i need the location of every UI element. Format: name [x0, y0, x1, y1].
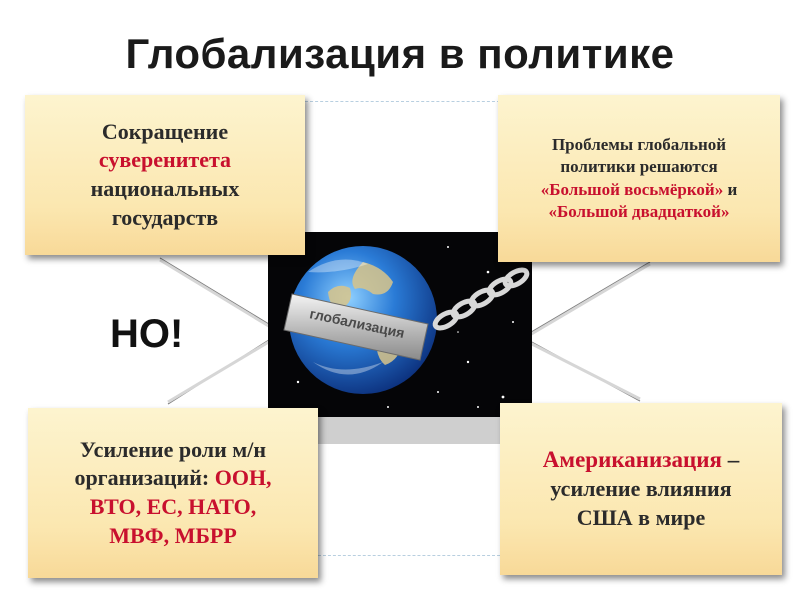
card-br-americanization: Американизация: [542, 447, 722, 473]
bottom-dashed-divider: [318, 555, 500, 556]
card-br-line2: усиление влияния: [550, 476, 732, 502]
card-tl-line3: национальных: [90, 176, 240, 201]
card-tl-line1: Сокращение: [101, 118, 229, 144]
card-tl-line2: суверенитета: [98, 147, 232, 173]
card-tr-line1: Проблемы глобальной: [551, 135, 727, 155]
card-global-problems: Проблемы глобальной политики решаются «Б…: [498, 95, 780, 262]
card-br-dash: –: [721, 447, 740, 473]
band-shape: [283, 293, 429, 361]
card-tr-line3: «Большой восьмёркой» и: [541, 179, 738, 201]
globe-illustration: глобализация: [279, 246, 530, 408]
card-tr-line4: «Большой двадцаткой»: [548, 201, 730, 221]
card-bl-line2: организаций: ООН,: [74, 464, 271, 493]
but-label: НО!: [110, 312, 184, 356]
connector-top-right: [527, 261, 651, 335]
card-bl-orgs-label: организаций:: [74, 465, 215, 491]
card-international-orgs: Усиление роли м/н организаций: ООН, ВТО,…: [28, 408, 318, 578]
card-bl-line4: МВФ, МБРР: [109, 522, 237, 548]
connector-bottom-right: [527, 339, 641, 402]
card-bl-un: ООН,: [214, 465, 272, 491]
card-bl-line3: ВТО, ЕС, НАТО,: [89, 494, 257, 519]
card-sovereignty: Сокращение суверенитета национальных гос…: [25, 95, 305, 255]
chain-icon: [432, 267, 530, 331]
card-bl-line1: Усиление роли м/н: [79, 436, 267, 462]
card-tl-line4: государств: [111, 204, 219, 230]
card-tr-g8: «Большой восьмёркой»: [540, 179, 724, 199]
globe-image: глобализация: [268, 232, 532, 417]
card-tr-and: и: [723, 179, 738, 199]
card-br-line1: Американизация –: [543, 445, 739, 475]
page-title: Глобализация в политике: [125, 30, 675, 77]
card-tr-line2: политики решаются: [560, 157, 718, 177]
card-americanization: Американизация – усиление влияния США в …: [500, 403, 782, 575]
top-dashed-divider: [305, 101, 500, 102]
connector-bottom-left: [167, 337, 273, 405]
card-br-line3: США в мире: [576, 504, 706, 530]
